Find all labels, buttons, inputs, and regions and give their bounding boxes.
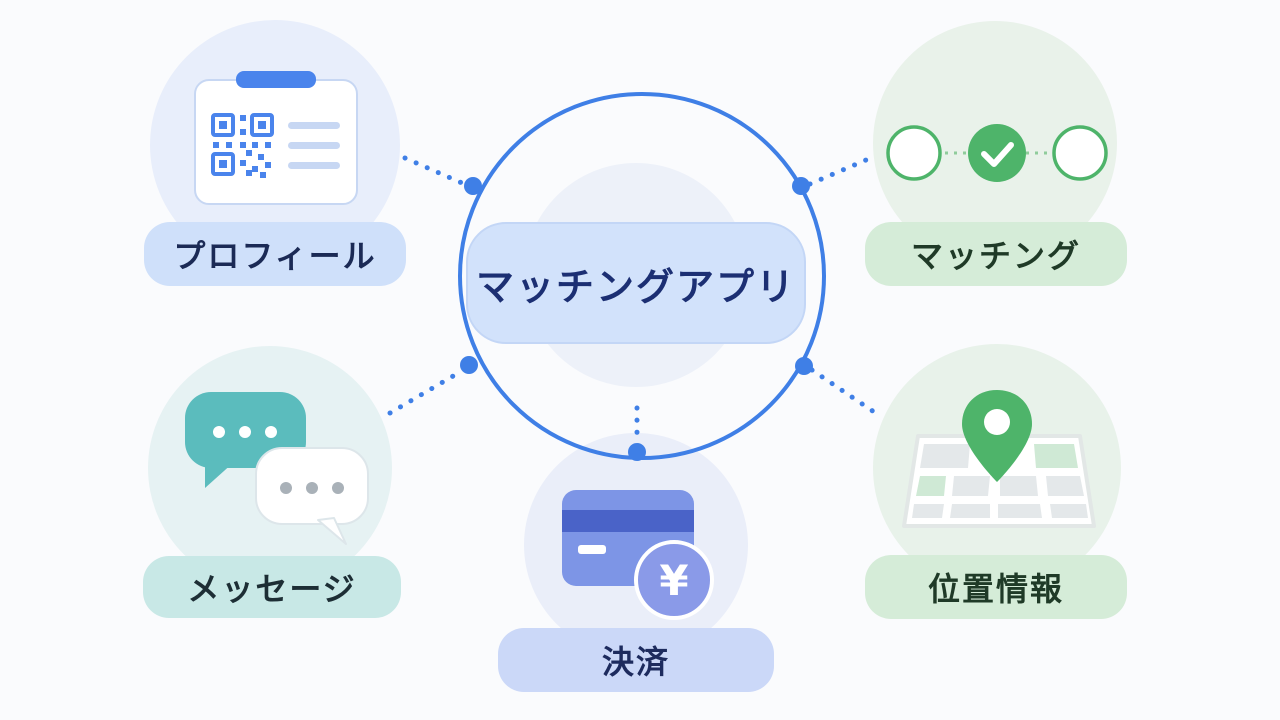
connectors [387,155,883,443]
ring-node-profile [464,177,482,195]
ring-node-location [795,357,813,375]
message-label: メッセージ [143,556,401,618]
center-app-label: マッチングアプリ [466,222,806,344]
connector-location [809,367,883,419]
credit-card-yen-icon: ¥ [562,490,714,620]
ring-node-message [460,356,478,374]
chat-bubbles-icon [185,392,369,545]
ring-node-payment [628,443,646,461]
map-pin-icon [902,390,1096,528]
location-label: 位置情報 [865,555,1127,619]
payment-label: 決済 [498,628,774,692]
connector-profile [402,155,465,186]
profile-card-qr-icon [194,71,358,205]
ring-node-matching [792,177,810,195]
profile-label: プロフィール [144,222,406,286]
match-check-icon [886,124,1108,182]
yen-symbol: ¥ [659,556,688,605]
matching-label: マッチング [865,222,1127,286]
connector-matching [807,157,869,187]
connector-message [387,369,463,416]
